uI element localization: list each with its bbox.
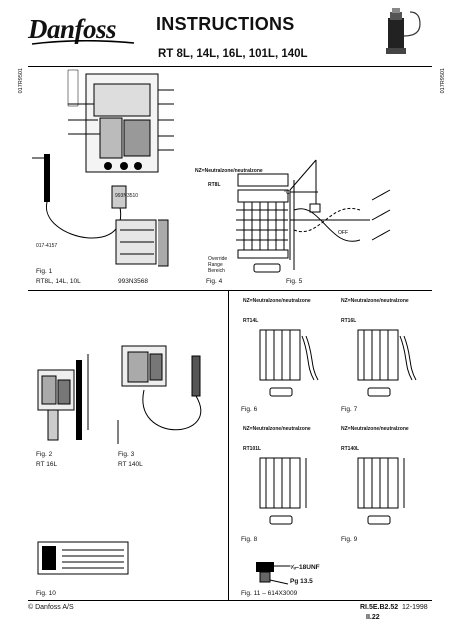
- fig2-caption: RT 16L: [36, 461, 58, 468]
- header-rule: [28, 66, 432, 67]
- fig7-model: RT16L: [341, 318, 357, 324]
- side-code-right: 017R9501: [440, 68, 446, 94]
- fig7-scale-diagram: [338, 326, 434, 406]
- fig8-label: Fig. 8: [241, 536, 258, 543]
- fig10-label: Fig. 10: [36, 590, 56, 597]
- fig7-nz-legend: NZ=Neutralzone/neutralzone: [341, 298, 409, 304]
- document-date: 12-1998: [402, 604, 428, 611]
- danfoss-logo: Danfoss: [28, 14, 140, 48]
- fig6-label: Fig. 6: [241, 406, 258, 413]
- fig1-code-mid: 993N3568: [118, 278, 148, 285]
- section-rule-1: [28, 290, 432, 291]
- fig2-drawing: [28, 340, 108, 446]
- fig2-label: Fig. 2: [36, 451, 53, 458]
- page-subtitle: RT 8L, 14L, 16L, 101L, 140L: [158, 48, 308, 60]
- fig5-label: Fig. 5: [286, 278, 303, 285]
- fig11-thread: ⅝–18UNF: [290, 564, 320, 571]
- fig1-label: Fig. 1: [36, 268, 53, 275]
- fig11-label: Fig. 11 – 614X3009: [241, 590, 298, 597]
- fig9-nz-legend: NZ=Neutralzone/neutralzone: [341, 426, 409, 432]
- fig1-code-top: 993N3510: [115, 193, 139, 199]
- fig4-label: Fig. 4: [206, 278, 223, 285]
- fig4-scale-diagram: [200, 160, 320, 276]
- fig8-model: RT101L: [243, 446, 262, 452]
- fig6-scale-diagram: [240, 326, 336, 406]
- fig11-pg: Pg 13.5: [290, 578, 313, 585]
- footer-rule: [28, 600, 432, 601]
- fig4-override: Override: [208, 256, 228, 262]
- fig7-label: Fig. 7: [341, 406, 358, 413]
- fig8-scale-diagram: [240, 454, 336, 534]
- fig1-code-left: 017-4157: [36, 243, 58, 249]
- logo-swoosh-icon: [31, 40, 135, 45]
- fig6-nz-legend: NZ=Neutralzone/neutralzone: [243, 298, 311, 304]
- document-code: RI.5E.B2.52: [360, 604, 399, 611]
- fig4-bereich: Bereich: [208, 268, 225, 274]
- copyright: © Danfoss A/S: [28, 604, 74, 611]
- fig1-drawing: [28, 70, 198, 280]
- side-code-left: 017R9501: [18, 68, 24, 94]
- fig5-curve-diagram: OFF °C: [284, 160, 400, 276]
- fig9-model: RT140L: [341, 446, 360, 452]
- fig4-nz-legend: NZ=Neutralzone/neutralzone: [195, 168, 263, 174]
- svg-text:°C: °C: [284, 190, 290, 196]
- fig4-range: Range: [208, 262, 223, 268]
- fig1-caption: RT8L, 14L, 10L: [36, 278, 81, 285]
- page-title: INSTRUCTIONS: [156, 14, 295, 34]
- section-vrule: [228, 290, 229, 600]
- brand-name: Danfoss: [28, 14, 117, 44]
- fig10-label-plate: [36, 538, 136, 578]
- fig11-drawing: [256, 562, 320, 590]
- fig9-label: Fig. 9: [341, 536, 358, 543]
- fig3-label: Fig. 3: [118, 451, 135, 458]
- thermostat-product-image: [386, 8, 421, 54]
- page-number: II.22: [366, 614, 380, 621]
- fig4-model: RT8L: [208, 182, 221, 188]
- fig8-nz-legend: NZ=Neutralzone/neutralzone: [243, 426, 311, 432]
- fig6-model: RT14L: [243, 318, 259, 324]
- fig9-scale-diagram: [338, 454, 434, 534]
- fig3-drawing: [112, 340, 222, 446]
- svg-text:OFF: OFF: [338, 230, 348, 236]
- fig3-caption: RT 140L: [118, 461, 143, 468]
